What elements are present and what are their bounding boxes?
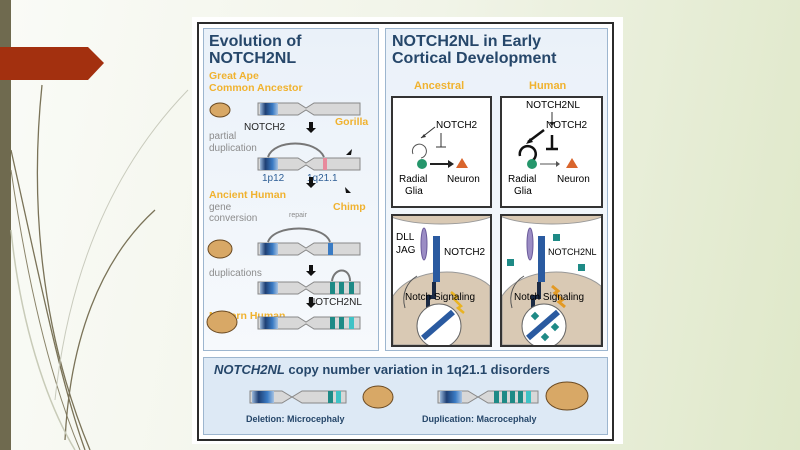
ancestral-neuron: Neuron bbox=[447, 174, 480, 185]
cnv-title: NOTCH2NL copy number variation in 1q21.1… bbox=[214, 362, 550, 377]
cortical-title-line2: Cortical Development bbox=[392, 50, 557, 67]
human-notch2nl: NOTCH2NL bbox=[526, 100, 580, 111]
deletion-chromosome bbox=[249, 390, 347, 404]
step-duplication: duplication bbox=[209, 143, 257, 154]
stage-common-ancestor: Common Ancestor bbox=[209, 82, 303, 94]
large-brain-icon bbox=[545, 381, 589, 411]
radial-glia-cell bbox=[527, 159, 537, 169]
cortical-title-line1: NOTCH2NL in Early bbox=[392, 33, 542, 50]
ancestral-notch2: NOTCH2 bbox=[436, 120, 478, 131]
ancestral-signaling-box: DLL JAG NOTCH2 Notch Signaling bbox=[391, 214, 492, 347]
ligand-dll: DLL bbox=[396, 232, 415, 243]
brain-icon bbox=[207, 239, 233, 259]
evolution-title-line2: NOTCH2NL bbox=[209, 50, 297, 67]
ancestral-network-diagram bbox=[411, 126, 468, 169]
brain-icon bbox=[209, 102, 231, 118]
branch-gorilla: Gorilla bbox=[335, 116, 369, 128]
cortical-development-panel: NOTCH2NL in Early Cortical Development A… bbox=[385, 28, 608, 351]
gene-notch2-label: NOTCH2 bbox=[244, 122, 286, 133]
human-glia: Glia bbox=[514, 186, 532, 197]
column-human: Human bbox=[529, 80, 567, 92]
cnv-diagram bbox=[249, 381, 589, 411]
ancestral-glia: Glia bbox=[405, 186, 423, 197]
ligand bbox=[526, 227, 534, 261]
ligand-dll-jag bbox=[420, 227, 428, 261]
cnv-title-gene: NOTCH2NL bbox=[214, 362, 285, 377]
notch2-receptor bbox=[538, 236, 545, 282]
cnv-title-rest: copy number variation in 1q21.1 disorder… bbox=[284, 362, 550, 377]
branch-chimp: Chimp bbox=[333, 201, 366, 213]
signal-bolt-icon bbox=[551, 284, 566, 309]
repair-label: repair bbox=[289, 212, 307, 219]
signal-bolt-icon bbox=[450, 291, 465, 314]
duplication-label: Duplication: Macrocephaly bbox=[422, 414, 537, 424]
locus-1q21: 1q21.1 bbox=[307, 173, 338, 184]
human-notch-signaling: Notch Signaling bbox=[514, 292, 585, 303]
notch2nl-molecules bbox=[507, 234, 585, 271]
figure-frame: Evolution of NOTCH2NL Great Ape Common A… bbox=[197, 22, 614, 441]
gene-notch2nl-label: NOTCH2NL bbox=[308, 297, 362, 308]
decorative-swirls bbox=[10, 84, 189, 450]
receptor-notch2: NOTCH2 bbox=[444, 247, 486, 258]
neuron-cell bbox=[456, 158, 468, 168]
small-brain-icon bbox=[362, 385, 394, 409]
ancestral-notch-signaling: Notch Signaling bbox=[405, 292, 476, 303]
neuron-cell bbox=[566, 158, 578, 168]
radial-glia-cell bbox=[417, 159, 427, 169]
human-network-diagram bbox=[518, 112, 578, 169]
slide-accent-bar bbox=[0, 0, 11, 450]
cnv-panel: NOTCH2NL copy number variation in 1q21.1… bbox=[203, 357, 608, 435]
human-notch2: NOTCH2 bbox=[546, 120, 588, 131]
receptor-notch2nl: NOTCH2NL bbox=[548, 247, 597, 257]
ancestral-network-box: NOTCH2 Radial Glia Neuron bbox=[391, 96, 492, 208]
step-duplications: duplications bbox=[209, 268, 262, 279]
evolution-panel: Evolution of NOTCH2NL Great Ape Common A… bbox=[203, 28, 379, 351]
notch2-receptor bbox=[433, 236, 440, 282]
stage-great-ape: Great Ape bbox=[209, 70, 259, 82]
brain-icon bbox=[206, 310, 238, 334]
human-signaling-box: NOTCH2NL Notch Signaling bbox=[500, 214, 603, 347]
human-radial: Radial bbox=[508, 174, 537, 185]
down-arrow-icons bbox=[306, 122, 352, 308]
ancestral-radial: Radial bbox=[399, 174, 428, 185]
column-ancestral: Ancestral bbox=[414, 80, 465, 92]
duplication-chromosome bbox=[437, 390, 539, 404]
deletion-label: Deletion: Microcephaly bbox=[246, 414, 345, 424]
human-neuron: Neuron bbox=[557, 174, 590, 185]
step-gene: gene bbox=[209, 202, 232, 213]
human-signaling-diagram bbox=[502, 216, 601, 345]
locus-1p12: 1p12 bbox=[262, 173, 285, 184]
chromosome-partial-dup bbox=[257, 142, 361, 171]
evolution-diagram bbox=[206, 102, 361, 334]
human-network-box: NOTCH2NL NOTCH2 Radial Glia Neuron bbox=[500, 96, 603, 208]
ligand-jag: JAG bbox=[396, 245, 416, 256]
chromosome-ancestor bbox=[257, 102, 361, 116]
step-partial: partial bbox=[209, 131, 237, 142]
chromosome-duplications bbox=[257, 269, 361, 295]
step-conversion: conversion bbox=[209, 213, 258, 224]
stage-ancient-human: Ancient Human bbox=[209, 189, 287, 201]
ancestral-signaling-diagram bbox=[393, 216, 490, 345]
evolution-title-line1: Evolution of bbox=[209, 33, 302, 50]
chromosome-modern bbox=[257, 316, 361, 330]
title-arrow-shape bbox=[0, 47, 104, 80]
chromosome-gene-conversion bbox=[257, 227, 361, 256]
